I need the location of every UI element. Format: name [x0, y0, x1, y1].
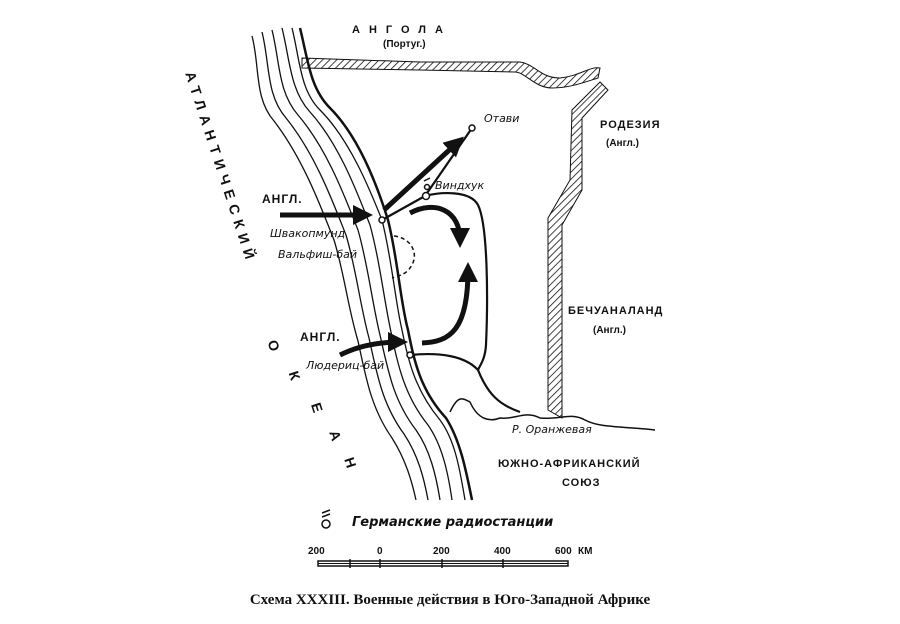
- region-south-africa: ЮЖНО-АФРИКАНСКИЙ: [498, 458, 641, 470]
- angola-border: [301, 57, 601, 89]
- attack-label-south: АНГЛ.: [300, 330, 341, 344]
- otavi-marker: [468, 124, 476, 132]
- region-bechuanaland-sub: (Англ.): [593, 325, 626, 336]
- attack-label-north: АНГЛ.: [262, 192, 303, 206]
- orange-river: [449, 398, 656, 431]
- region-angola-sub: (Португ.): [383, 39, 426, 50]
- coastline: [298, 27, 474, 501]
- river-label: Р. Оранжевая: [512, 423, 592, 436]
- region-bechuanaland: БЕЧУАНАЛАНД: [568, 305, 664, 317]
- scale-tick: 200: [308, 546, 325, 557]
- map-caption: Схема XXXIII. Военные действия в Юго-Зап…: [249, 592, 651, 608]
- coastal-waters: [251, 27, 466, 501]
- scale-tick: 400: [494, 546, 511, 557]
- place-luderitz: Людериц-бай: [306, 359, 385, 372]
- radio-station-icon: [321, 177, 431, 529]
- place-walvis-bay: Вальфиш-бай: [278, 248, 358, 261]
- region-rhodesia-sub: (Англ.): [606, 138, 639, 149]
- attack-arrows: [280, 136, 478, 358]
- walvis-enclave: [391, 235, 415, 279]
- place-swakopmund: Швакопмунд: [270, 227, 346, 240]
- region-rhodesia: РОДЕЗИЯ: [600, 119, 661, 131]
- region-south-africa-2: СОЮЗ: [562, 477, 601, 489]
- railways: [381, 127, 521, 414]
- town-markers: [378, 124, 476, 359]
- scale-bar: [317, 559, 569, 568]
- scale-tick: 200: [433, 546, 450, 557]
- luderitz-marker: [406, 351, 414, 359]
- scale-unit: КМ: [578, 546, 593, 557]
- place-otavi: Отави: [484, 112, 520, 125]
- rhodesia-border: [547, 81, 609, 419]
- windhoek-marker: [421, 191, 431, 201]
- scale-tick: 0: [377, 546, 383, 557]
- scale-tick: 600: [555, 546, 572, 557]
- region-angola: АНГОЛА: [352, 24, 452, 36]
- swakopmund-marker: [378, 216, 386, 224]
- legend-radio-stations: Германские радиостанции: [352, 515, 554, 530]
- place-windhoek: Виндхук: [435, 179, 485, 192]
